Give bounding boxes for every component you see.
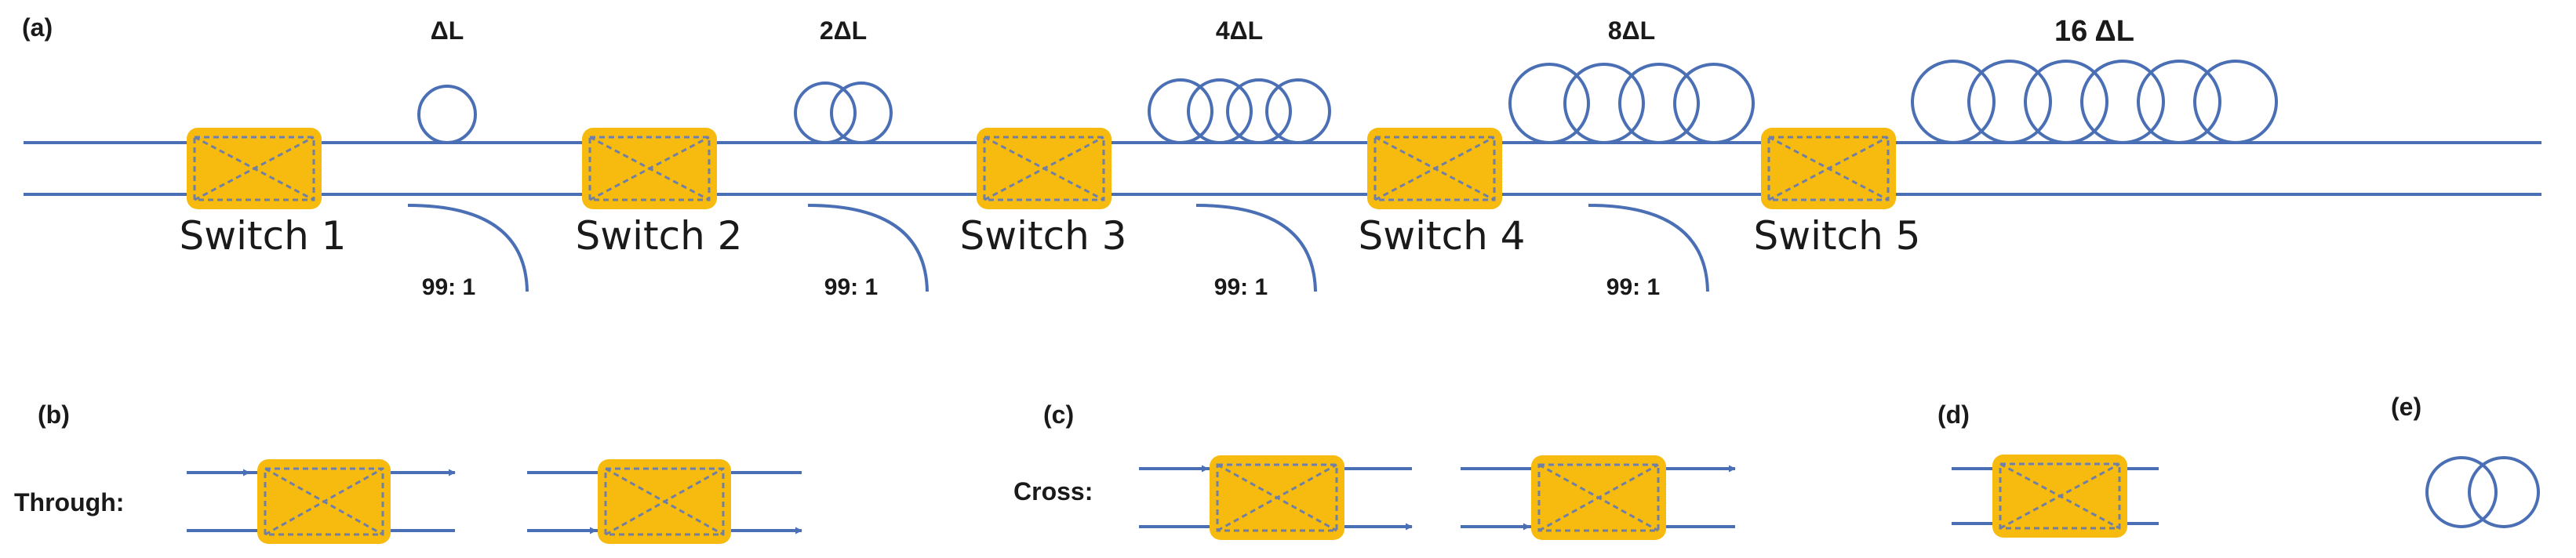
panel-c-label: (c) <box>1043 400 1074 429</box>
legend-switch <box>1992 455 2127 538</box>
delay-label-4: 8ΔL <box>1608 16 1655 45</box>
switch-1 <box>187 128 322 209</box>
through-examples <box>187 459 802 544</box>
panel-c: (c) Cross: <box>1013 400 1736 540</box>
coupler-ratio-2: 99: 1 <box>824 274 878 300</box>
cross-1-switch-diag-b <box>1217 463 1337 532</box>
delay-loops-group <box>417 60 2278 144</box>
delay-loop-2-coil-2 <box>830 82 893 144</box>
through-1-switch-frame <box>264 467 384 536</box>
panel-b: (b) Through: <box>14 400 802 544</box>
switch-1-frame <box>193 136 315 201</box>
delay-label-1: ΔL <box>431 16 464 45</box>
panel-a-label: (a) <box>22 13 53 42</box>
delay-loop-4-coil-1 <box>1508 63 1590 144</box>
through-2-switch-diag-b <box>605 467 724 536</box>
through-1-switch <box>257 459 391 544</box>
switches-group <box>187 128 1896 209</box>
delay-label-5: 16 ΔL <box>2054 15 2134 48</box>
panel-e: (e) <box>2391 393 2540 528</box>
tap-coupler-4 <box>1588 204 1709 292</box>
switch-3 <box>977 128 1112 209</box>
switch-4-frame <box>1374 136 1496 201</box>
panel-a: (a) ΔL 2ΔL 4ΔL 8ΔL 16 ΔL Switch 1 Switch… <box>22 13 2541 300</box>
cross-2-switch-frame <box>1537 463 1660 532</box>
switch-label-4: Switch 4 <box>1358 213 1525 259</box>
legend-switch-frame <box>1999 462 2121 530</box>
cross-2-switch-diag-b <box>1538 463 1659 532</box>
fiber-loop-legend <box>2425 456 2540 528</box>
switch-3-diag-b <box>984 136 1104 201</box>
panel-e-label: (e) <box>2391 393 2421 421</box>
panel-b-caption: Through: <box>14 488 124 516</box>
panel-b-label: (b) <box>38 400 70 429</box>
delay-loop-3-coil-1 <box>1148 78 1213 144</box>
delay-loop-3-coil-2 <box>1187 78 1253 144</box>
panel-c-caption: Cross: <box>1013 477 1093 505</box>
cross-1-switch-frame <box>1216 463 1338 532</box>
through-2-switch <box>598 459 731 544</box>
delay-loop-4-coil-2 <box>1563 63 1645 144</box>
cross-examples <box>1139 455 1736 540</box>
delay-loop-5-coil-5 <box>2137 60 2221 144</box>
delay-loop-2-coil-1 <box>794 82 857 144</box>
switch-5-diag-b <box>1768 136 1889 201</box>
switch-1-diag-b <box>194 136 315 201</box>
switch-2-diag-b <box>589 136 710 201</box>
coupler-ratio-3: 99: 1 <box>1214 274 1268 300</box>
tap-coupler-1 <box>407 204 529 292</box>
switch-5 <box>1761 128 1896 209</box>
switch-label-5: Switch 5 <box>1753 213 1920 259</box>
switch-label-3: Switch 3 <box>959 213 1126 259</box>
panel-d-label: (d) <box>1937 400 1970 429</box>
delay-loop-4-coil-4 <box>1673 63 1755 144</box>
delay-loop-4-coil-3 <box>1618 63 1700 144</box>
switch-label-1: Switch 1 <box>179 213 346 259</box>
delay-loop-3-coil-4 <box>1265 78 1331 144</box>
through-2-switch-frame <box>604 467 725 536</box>
legend-loop-coil-2 <box>2468 456 2540 528</box>
legend-switch-diag-b <box>1999 462 2120 530</box>
panel-d: (d) <box>1937 400 2159 538</box>
tap-coupler-3 <box>1195 204 1317 292</box>
delay-loop-1-coil-1 <box>417 85 477 144</box>
switch-2-frame <box>588 136 711 201</box>
delay-loop-5-coil-2 <box>1967 60 2052 144</box>
switch-symbol-legend <box>1952 455 2159 538</box>
through-1-switch-diag-b <box>264 467 384 536</box>
switch-3-frame <box>983 136 1105 201</box>
delay-label-3: 4ΔL <box>1216 16 1263 45</box>
cross-1-switch <box>1210 455 1344 540</box>
delay-loop-5-coil-4 <box>2080 60 2165 144</box>
coupler-ratio-1: 99: 1 <box>422 274 475 300</box>
coupler-ratio-4: 99: 1 <box>1606 274 1660 300</box>
delay-label-2: 2ΔL <box>820 16 867 45</box>
delay-loop-5-coil-3 <box>2024 60 2108 144</box>
couplers-group <box>407 204 1709 292</box>
legend-loop-coil-1 <box>2425 456 2498 528</box>
cross-2-switch <box>1531 455 1666 540</box>
delay-loop-5-coil-1 <box>1911 60 1996 144</box>
switch-label-2: Switch 2 <box>575 213 742 259</box>
tap-coupler-2 <box>807 204 929 292</box>
delay-loop-3-coil-3 <box>1226 78 1292 144</box>
switch-4 <box>1367 128 1502 209</box>
switch-5-frame <box>1767 136 1890 201</box>
delay-loop-5-coil-6 <box>2193 60 2278 144</box>
switch-4-diag-b <box>1374 136 1495 201</box>
switch-2 <box>582 128 717 209</box>
